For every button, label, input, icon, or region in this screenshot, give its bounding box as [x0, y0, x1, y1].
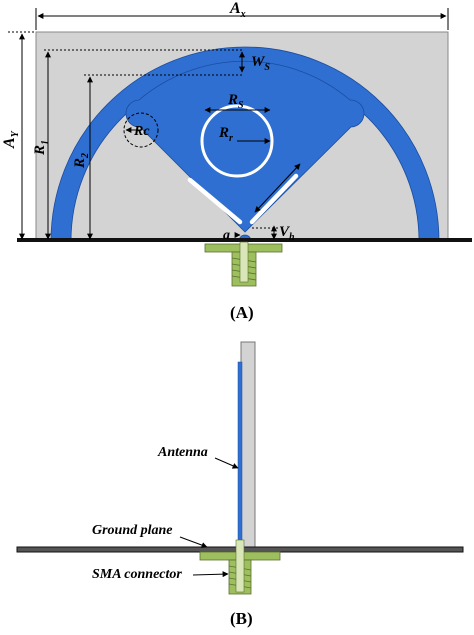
leader-ground-plane	[179, 536, 208, 548]
label-vh: Vh	[279, 224, 295, 243]
label-rc: Rc	[133, 124, 150, 139]
caption-a: (A)	[230, 303, 254, 322]
label-antenna: Antenna	[157, 445, 208, 460]
caption-b: (B)	[230, 609, 253, 628]
dim-slot-length	[254, 163, 301, 213]
panel-a: Ax AY R1 R2 WS RS Rr Rc a Vh	[1, 0, 472, 322]
label-rs: RS	[227, 92, 244, 111]
label-sma-connector: SMA connector	[92, 567, 182, 582]
label-r1: R1	[32, 140, 51, 156]
label-ground-plane: Ground plane	[92, 523, 173, 538]
rc-circle	[123, 112, 159, 148]
label-a: a	[223, 228, 230, 243]
label-ws: WS	[251, 54, 270, 73]
sma-connector-a	[204, 241, 283, 287]
slot-left	[187, 177, 243, 225]
sma-connector-b	[199, 539, 281, 595]
leader-sma-connector	[192, 571, 229, 578]
substrate-side	[240, 341, 256, 553]
label-ax: Ax	[229, 0, 246, 20]
ground-line-a	[17, 238, 472, 242]
label-ay: AY	[1, 130, 21, 149]
label-r2: R2	[72, 153, 91, 169]
label-rr: Rr	[218, 125, 233, 144]
leader-antenna	[214, 457, 239, 469]
ring-slot	[200, 104, 274, 178]
antenna-metal	[237, 361, 243, 553]
panel-b: Antenna Ground plane SMA connector (B)	[16, 341, 464, 628]
